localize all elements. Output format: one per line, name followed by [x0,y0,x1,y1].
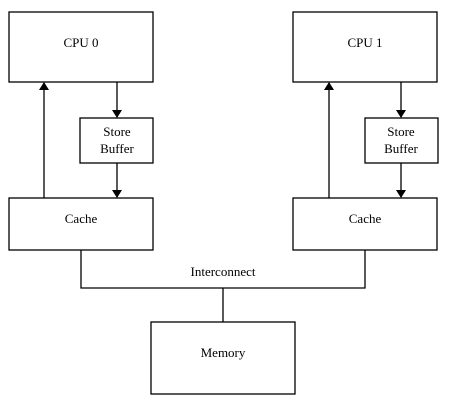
cache0-label: Cache [65,211,98,226]
memory-label: Memory [201,345,246,360]
cpu1-label: CPU 1 [347,35,382,50]
store-buffer0-box [79,117,154,164]
cpu1-group: CPU 1 Store Buffer Cache [292,11,439,251]
store-buffer0-label-line1: Store [103,124,131,139]
cpu0-label: CPU 0 [63,35,98,50]
store-buffer1-label-line2: Buffer [384,141,418,156]
cpu0-box [8,11,154,83]
cache1-label: Cache [349,211,382,226]
memory-box [150,321,296,395]
cpu0-group: CPU 0 Store Buffer Cache [8,11,154,251]
cpu1-box [292,11,438,83]
store-buffer0-label-line2: Buffer [100,141,134,156]
cache0-box [8,197,154,251]
store-buffer1-label-line1: Store [387,124,415,139]
interconnect-label: Interconnect [191,264,256,279]
